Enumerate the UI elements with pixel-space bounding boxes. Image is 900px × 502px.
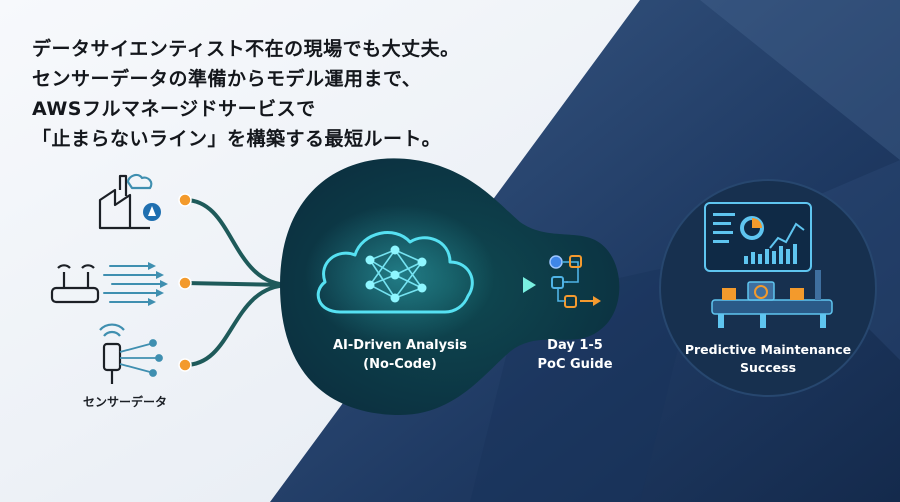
maintenance-label: Predictive Maintenance Success: [680, 341, 856, 377]
analysis-label: AI-Driven Analysis (No-Code): [320, 336, 480, 374]
factory-icon: [98, 173, 153, 230]
headline: データサイエンティスト不在の現場でも大丈夫。 センサーデータの準備からモデル運用…: [32, 34, 552, 154]
connector-node: [178, 276, 192, 290]
router-icon: [50, 264, 100, 304]
poc-label-line1: Day 1-5: [547, 338, 603, 353]
sensor-network-lines: [119, 339, 163, 377]
headline-line: データサイエンティスト不在の現場でも大丈夫。: [32, 38, 460, 60]
connector-node: [178, 358, 192, 372]
headline-line: センサーデータの準備からモデル運用まで、: [32, 68, 422, 90]
connector-node: [178, 193, 192, 207]
workflow-steps-icon: [549, 255, 601, 308]
sensor-alert-icon: [143, 203, 161, 221]
sensor-device-icon: [99, 323, 125, 384]
poc-label-line2: PoC Guide: [537, 357, 613, 372]
sensor-data-label: センサーデータ: [82, 395, 167, 409]
cloud-neural-network-icon: [316, 231, 474, 314]
dashboard-monitor-icon: [704, 202, 812, 272]
analysis-label-line2: (No-Code): [363, 357, 437, 372]
data-stream-lines: [103, 262, 168, 306]
analysis-label-line1: AI-Driven Analysis: [333, 338, 467, 353]
maintenance-label-line1: Predictive Maintenance: [684, 342, 852, 357]
headline-line: 「止まらないライン」を構築する最短ルート。: [32, 128, 442, 150]
factory-machine-icon: [711, 270, 833, 328]
headline-line: AWSフルマネージドサービスで: [32, 98, 316, 120]
maintenance-label-line2: Success: [739, 360, 797, 375]
poc-label: Day 1-5 PoC Guide: [530, 336, 620, 374]
